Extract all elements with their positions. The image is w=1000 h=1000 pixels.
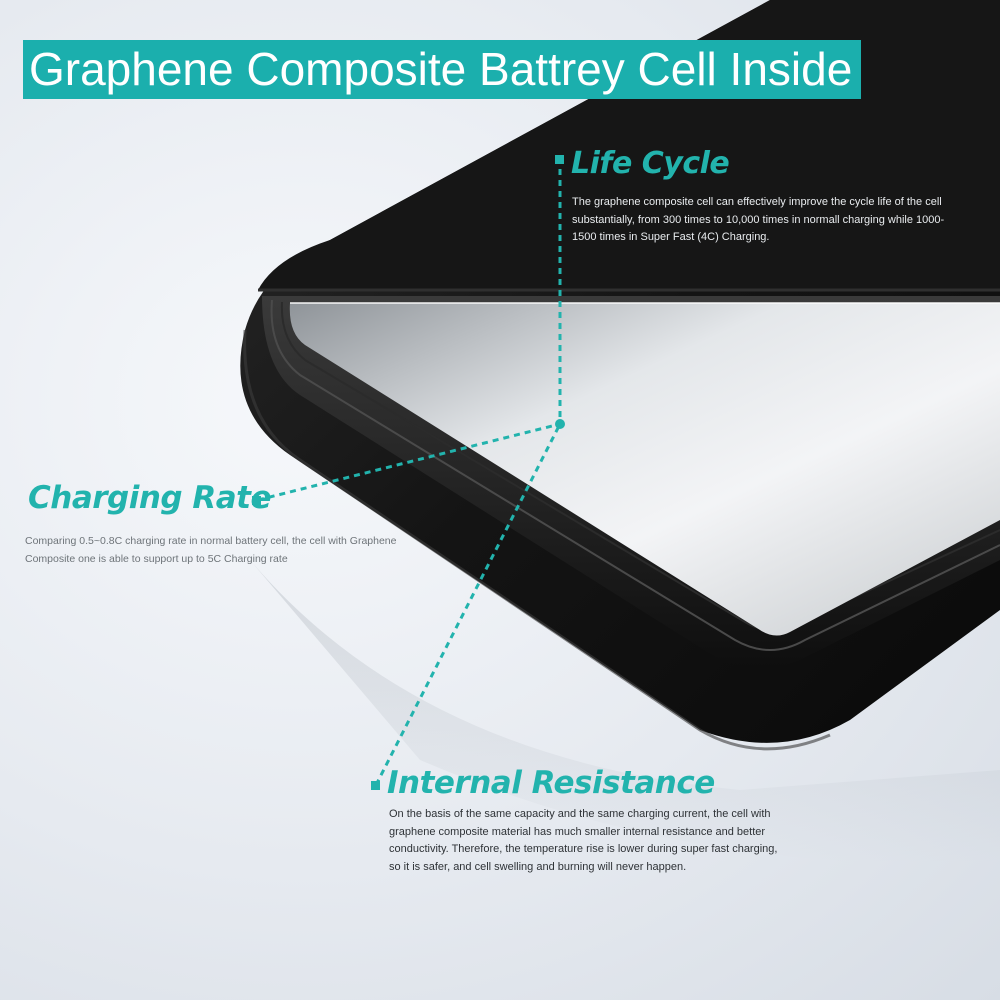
- device-shadow: [250, 560, 1000, 863]
- title-banner: Graphene Composite Battrey Cell Inside: [23, 40, 862, 99]
- charging-rate-description: Comparing 0.5~0.8C charging rate in norm…: [25, 535, 397, 565]
- leader-hub-dot: [555, 419, 565, 429]
- leader-lines: [257, 158, 562, 786]
- life-cycle-description: The graphene composite cell can effectiv…: [572, 196, 945, 243]
- internal-resistance-heading: Internal Resistance: [387, 765, 715, 801]
- battery-cell-surface: [289, 303, 1000, 636]
- life-cycle-heading: Life Cycle: [571, 146, 730, 181]
- internal-resistance-description: On the basis of the same capacity and th…: [389, 808, 778, 873]
- leader-end-charging-rate: [252, 496, 261, 505]
- leader-end-internal-resistance: [371, 781, 380, 790]
- body-edge-highlight: [243, 329, 831, 751]
- charging-rate-heading: Charging Rate: [28, 480, 272, 516]
- leader-internal-resistance: [374, 423, 562, 786]
- leader-end-life-cycle: [555, 155, 564, 164]
- leader-charging-rate: [257, 422, 561, 502]
